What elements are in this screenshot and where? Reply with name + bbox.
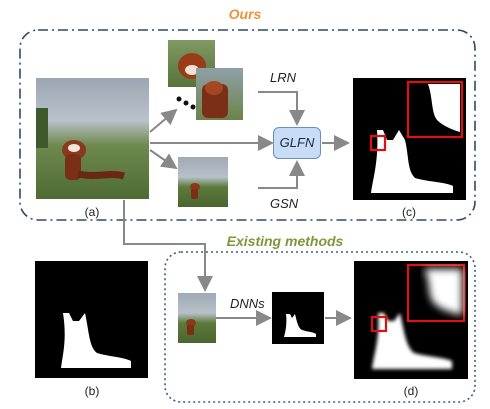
existing-input-image: [178, 293, 216, 343]
ours-header: Ours: [228, 6, 262, 22]
glfn-label: GLFN: [279, 135, 315, 150]
label-d: (d): [403, 384, 419, 398]
dnn-output-mask: [272, 292, 324, 344]
gsn-label: GSN: [270, 196, 299, 211]
existing-methods-header: Existing methods: [226, 233, 344, 249]
arrow-to-global-image: [149, 149, 178, 170]
ours-region: [19, 29, 476, 221]
label-c: (c): [402, 205, 416, 219]
ground-truth-mask: [35, 261, 148, 378]
input-image: [36, 78, 149, 199]
label-a: (a): [84, 205, 100, 219]
dnns-label: DNNs: [230, 296, 265, 311]
our-result-mask: [353, 78, 466, 200]
arrow-to-local-crops: [149, 108, 178, 133]
lrn-label: LRN: [270, 70, 297, 85]
arrow-to-existing: [123, 200, 213, 292]
label-b: (b): [84, 384, 100, 398]
local-crop-2: [196, 68, 243, 120]
ellipsis-dots: [176, 96, 200, 112]
global-image: [178, 157, 228, 207]
red-panda-figure: [36, 108, 126, 180]
existing-region: [164, 251, 476, 403]
arrow-lrn: [258, 91, 305, 126]
existing-result-mask: [354, 261, 468, 379]
glfn-box: GLFN: [273, 127, 321, 159]
arrow-gsn: [258, 160, 305, 189]
